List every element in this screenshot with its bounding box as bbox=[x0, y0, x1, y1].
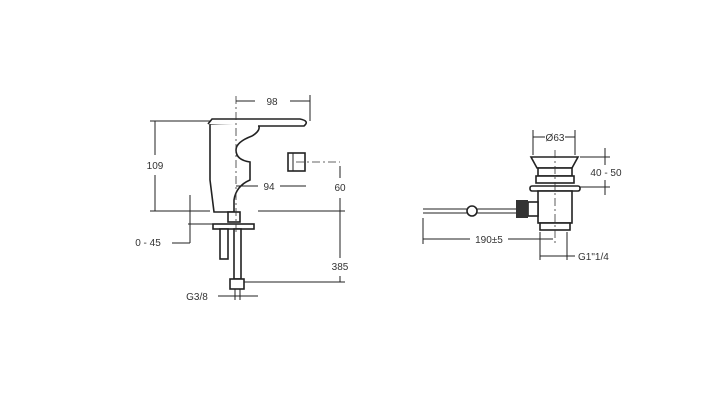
mixer-body bbox=[209, 123, 260, 213]
height-range-label: 40 - 50 bbox=[590, 168, 622, 179]
rod-ball bbox=[466, 205, 478, 217]
waste-flange bbox=[529, 156, 580, 169]
rod-length-label: 190±5 bbox=[475, 235, 503, 246]
mixer-lever bbox=[207, 118, 308, 127]
height-109-label: 109 bbox=[147, 161, 164, 172]
hose-length-385-label: 385 bbox=[332, 262, 349, 273]
connection-g38-label: G3/8 bbox=[186, 292, 208, 303]
pop-up-waste-drawing: Ø63 40 - 50 190±5 G1"1/4 bbox=[422, 130, 622, 263]
rod-nut bbox=[516, 200, 528, 218]
deck-thickness-label: 0 - 45 bbox=[135, 238, 161, 249]
spout-height-60-label: 60 bbox=[334, 183, 346, 194]
bidet-mixer-drawing: 98 109 94 60 0 - 45 385 G3/8 bbox=[135, 95, 349, 303]
reach-94-label: 94 bbox=[263, 182, 275, 193]
diameter-63-label: Ø63 bbox=[546, 133, 565, 144]
thread-label: G1"1/4 bbox=[578, 252, 609, 263]
width-98-label: 98 bbox=[266, 97, 278, 108]
